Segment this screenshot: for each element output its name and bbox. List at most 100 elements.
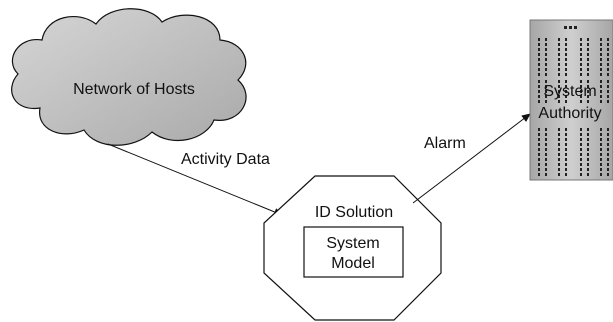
vent-dot (545, 173, 547, 176)
vent-dot (565, 48, 567, 51)
vent-dot (538, 38, 540, 41)
vent-dot (580, 143, 582, 146)
alarm-arrow (412, 113, 531, 204)
vent-dot (580, 43, 582, 46)
vent-dot (600, 158, 602, 161)
vent-dot (565, 168, 567, 171)
vent-dot (565, 143, 567, 146)
network-label: Network of Hosts (73, 81, 195, 98)
vent-dot (607, 58, 609, 61)
vent-dot (558, 143, 560, 146)
vent-dot (558, 85, 560, 88)
vent-dot (565, 148, 567, 151)
vent-dot (565, 95, 567, 98)
vent-dot (565, 80, 567, 83)
system-model-box (303, 226, 404, 278)
vent-dot (545, 158, 547, 161)
vent-dot (538, 158, 540, 161)
vent-dot (587, 43, 589, 46)
vent-dot (558, 158, 560, 161)
vent-dot (565, 43, 567, 46)
vent-dot (545, 53, 547, 56)
vent-dot (600, 163, 602, 166)
vent-dot (607, 80, 609, 83)
vent-dot (565, 85, 567, 88)
id-solution-node: ID Solution System Model (263, 175, 442, 321)
vent-dot (580, 95, 582, 98)
network-cloud: Network of Hosts (11, 8, 247, 146)
id-solution-label: ID Solution (315, 204, 393, 221)
vent-dot (600, 100, 602, 103)
server-indicator (574, 26, 577, 29)
vent-dot (538, 90, 540, 93)
alarm-edge: Alarm (412, 113, 531, 204)
vent-dot (580, 68, 582, 71)
vent-dot (580, 90, 582, 93)
vent-dot (600, 148, 602, 151)
vent-dot (607, 38, 609, 41)
vent-dot (558, 100, 560, 103)
vent-dot (580, 73, 582, 76)
server-indicator (564, 26, 567, 29)
vent-dot (587, 133, 589, 136)
vent-dot (558, 38, 560, 41)
vent-dot (545, 95, 547, 98)
vent-dot (607, 128, 609, 131)
vent-dot (545, 128, 547, 131)
vent-dot (580, 128, 582, 131)
vent-dot (545, 168, 547, 171)
vent-dot (538, 163, 540, 166)
vent-dot (587, 168, 589, 171)
vent-dot (580, 173, 582, 176)
vent-dot (538, 80, 540, 83)
vent-dot (600, 90, 602, 93)
vent-dot (545, 48, 547, 51)
vent-dot (558, 90, 560, 93)
vent-dot (580, 158, 582, 161)
vent-dot (565, 68, 567, 71)
vent-dot (545, 68, 547, 71)
vent-dot (587, 158, 589, 161)
server-body (529, 19, 613, 181)
vent-dot (545, 148, 547, 151)
vent-dot (538, 168, 540, 171)
vent-dot (607, 63, 609, 66)
vent-dot (587, 68, 589, 71)
vent-dot (607, 148, 609, 151)
vent-dot (600, 63, 602, 66)
vent-dot (587, 163, 589, 166)
vent-dot (538, 95, 540, 98)
vent-dot (580, 63, 582, 66)
vent-dot (545, 43, 547, 46)
vent-dot (558, 48, 560, 51)
vent-dot (607, 143, 609, 146)
vent-dot (580, 148, 582, 151)
vent-dot (565, 163, 567, 166)
vent-dot (600, 173, 602, 176)
vent-dot (565, 63, 567, 66)
vent-dot (538, 85, 540, 88)
vent-dot (607, 153, 609, 156)
vent-dot (600, 143, 602, 146)
vent-dot (587, 38, 589, 41)
vent-dot (607, 90, 609, 93)
vent-dot (600, 38, 602, 41)
vent-dot (558, 63, 560, 66)
vent-dot (587, 173, 589, 176)
vent-dot (580, 153, 582, 156)
vent-dot (538, 143, 540, 146)
vent-dot (587, 128, 589, 131)
vent-dot (580, 48, 582, 51)
vent-dot (565, 158, 567, 161)
vent-dot (580, 168, 582, 171)
vent-dot (600, 80, 602, 83)
vent-dot (565, 100, 567, 103)
vent-dot (600, 95, 602, 98)
vent-dot (538, 68, 540, 71)
vent-dot (558, 148, 560, 151)
vent-dot (607, 43, 609, 46)
vent-dot (558, 138, 560, 141)
vent-dot (580, 100, 582, 103)
system-authority-server: System Authority (529, 19, 613, 181)
vent-dot (538, 58, 540, 61)
